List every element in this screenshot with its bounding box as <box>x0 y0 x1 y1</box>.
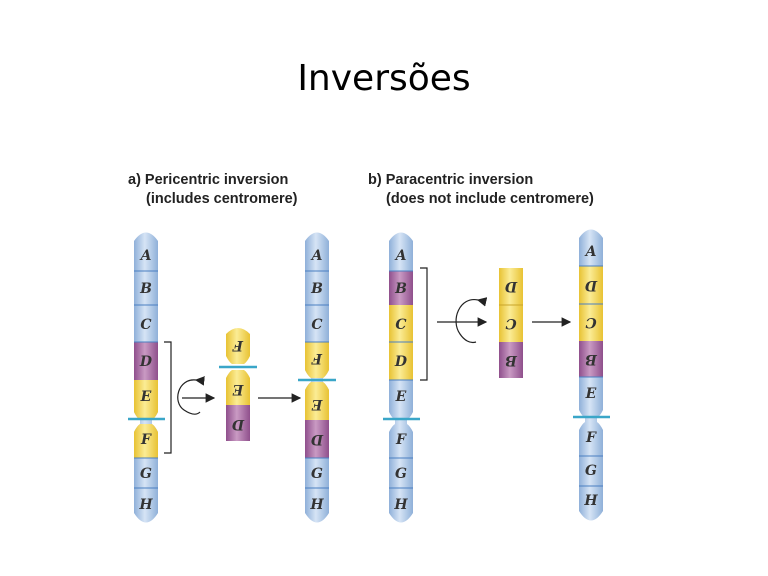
gene-label: A <box>139 248 152 264</box>
rotation-arrow-icon <box>177 376 205 415</box>
gene-label: D <box>504 278 518 294</box>
gene-label: F <box>585 430 597 446</box>
gene-label: E <box>311 396 323 412</box>
gene-label: G <box>395 466 407 482</box>
gene-label: A <box>310 248 323 264</box>
gene-label: A <box>584 244 597 260</box>
gene-label: F <box>232 337 244 353</box>
panel-a-heading-line1: a) Pericentric inversion <box>128 172 289 188</box>
panel-b-bracket <box>420 267 488 381</box>
gene-label: B <box>139 281 152 297</box>
gene-label: C <box>505 315 516 331</box>
gene-label: C <box>585 314 596 330</box>
gene-label: F <box>311 350 323 366</box>
gene-label: D <box>231 416 245 432</box>
panel-a-original-chromosome: A B C D E F G H <box>128 232 165 523</box>
gene-label: H <box>138 497 153 513</box>
gene-label: C <box>395 317 406 333</box>
panel-a-heading: a) Pericentric inversion (includes centr… <box>128 171 298 209</box>
gene-label: D <box>584 277 598 293</box>
gene-label: G <box>585 463 597 479</box>
panel-b-heading-line2: (does not include centromere) <box>386 191 594 207</box>
panel-b-original-chromosome: A B C D E F G H <box>383 232 420 523</box>
gene-label: D <box>310 431 324 447</box>
gene-label: H <box>583 493 598 509</box>
gene-label: A <box>394 248 407 264</box>
gene-label: E <box>232 381 244 397</box>
gene-label: D <box>394 354 408 370</box>
gene-label: D <box>139 354 153 370</box>
rotation-arrow-icon <box>455 297 488 344</box>
panel-a-bracket <box>164 341 216 454</box>
panel-b-heading: b) Paracentric inversion (does not inclu… <box>368 171 594 209</box>
gene-label: B <box>394 281 407 297</box>
panel-b-heading-line1: b) Paracentric inversion <box>368 172 534 188</box>
panel-a-heading-line2: (includes centromere) <box>146 191 298 207</box>
gene-label: C <box>140 317 151 333</box>
gene-label: B <box>505 352 518 368</box>
gene-label: C <box>311 317 322 333</box>
gene-label: F <box>140 432 152 448</box>
gene-label: B <box>310 281 323 297</box>
panel-a-inverted-segment: F E D <box>219 328 257 441</box>
panel-a-result-chromosome: A B C F E D G H <box>298 232 336 523</box>
slide-title: Inversões <box>297 58 471 99</box>
gene-label: B <box>585 351 598 367</box>
gene-label: F <box>395 432 407 448</box>
gene-label: E <box>585 386 597 402</box>
gene-label: G <box>311 466 323 482</box>
gene-label: H <box>309 497 324 513</box>
panel-b-inverted-segment: D C B <box>499 268 523 378</box>
gene-label: E <box>395 389 407 405</box>
panel-b-result-chromosome: A D C B E F G H <box>573 229 610 521</box>
gene-label: H <box>393 497 408 513</box>
gene-label: E <box>140 389 152 405</box>
gene-label: G <box>140 466 152 482</box>
